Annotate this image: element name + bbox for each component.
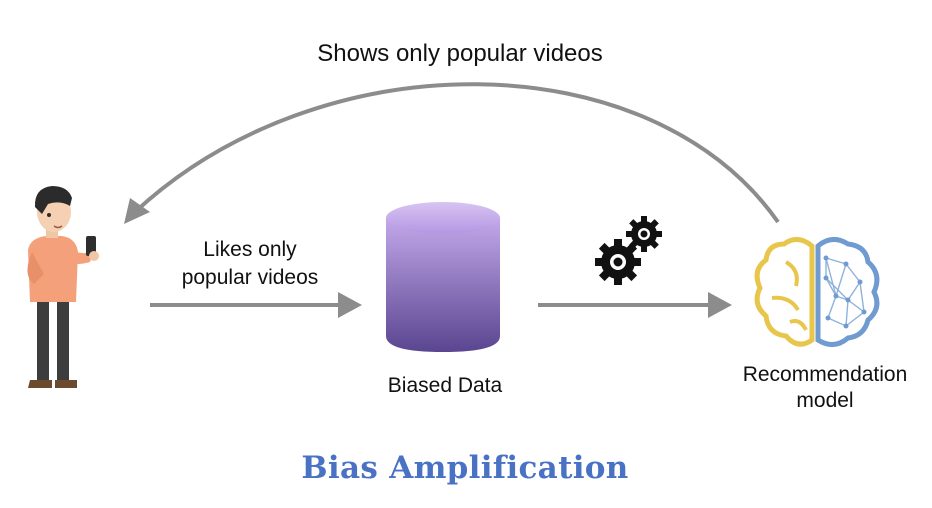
likes-label: Likes only popular videos <box>150 236 350 292</box>
likes-label-line2: popular videos <box>181 266 319 289</box>
data-to-model-arrow <box>538 292 732 318</box>
model-label: Recommendation model <box>718 362 932 414</box>
likes-label-line1: Likes only <box>203 238 297 261</box>
user-to-data-arrow <box>150 292 362 318</box>
brain-icon <box>754 237 880 347</box>
gears-icon <box>595 216 662 285</box>
model-label-line2: model <box>796 389 854 412</box>
person-with-phone-icon <box>27 186 99 388</box>
feedback-arrow <box>124 82 780 224</box>
model-label-line1: Recommendation <box>742 363 908 386</box>
feedback-label: Shows only popular videos <box>317 40 603 67</box>
diagram-title: Bias Amplification <box>301 450 629 486</box>
biased-data-label: Biased Data <box>387 374 503 397</box>
database-cylinder-icon <box>386 202 500 352</box>
